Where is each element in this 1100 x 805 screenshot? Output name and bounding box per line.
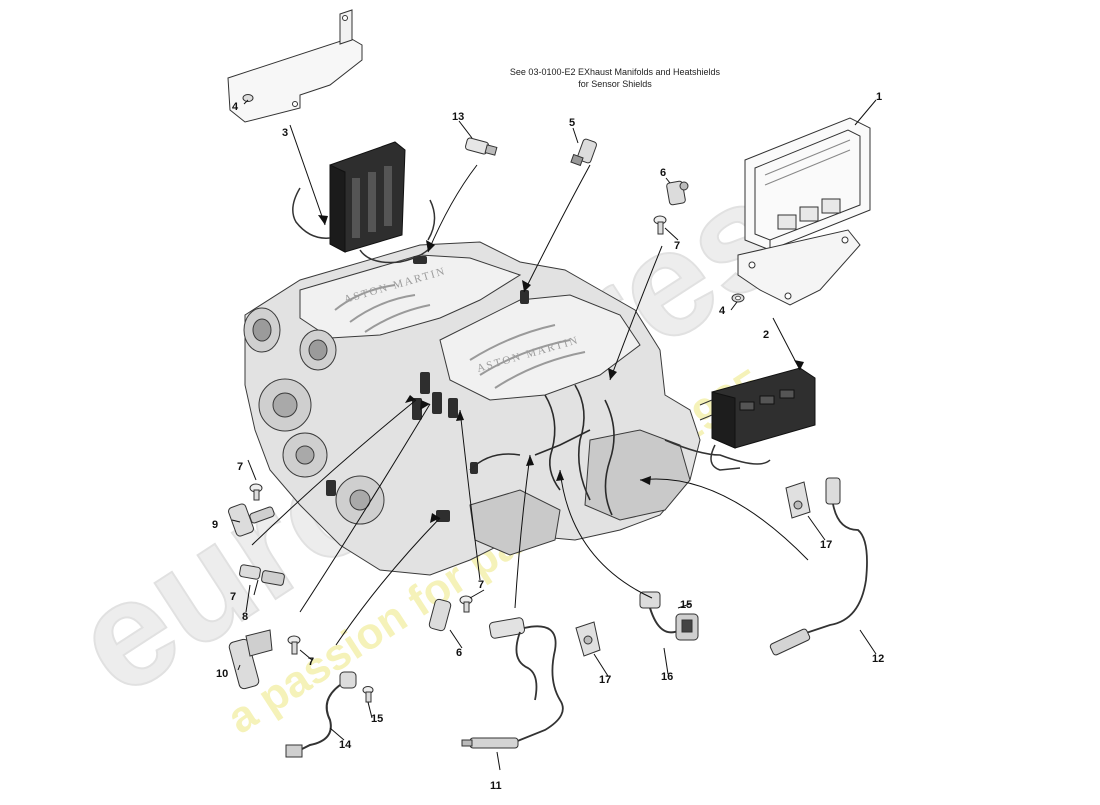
crank-sensor-9 bbox=[228, 483, 275, 537]
callout-7a: 7 bbox=[674, 240, 680, 252]
callout-7d: 7 bbox=[308, 656, 314, 668]
sensor-5 bbox=[570, 138, 597, 167]
oxygen-sensor-12 bbox=[769, 477, 868, 656]
callout-7e: 7 bbox=[478, 579, 484, 591]
ecu-installed bbox=[664, 367, 816, 471]
bracket-17-right bbox=[785, 481, 811, 519]
callout-5: 5 bbox=[569, 117, 575, 129]
callout-17a: 17 bbox=[599, 674, 611, 686]
callout-13: 13 bbox=[452, 111, 464, 123]
knock-sensor-14 bbox=[285, 671, 374, 758]
bolt-7-top bbox=[653, 215, 667, 235]
callout-12: 12 bbox=[872, 653, 884, 665]
callout-9: 9 bbox=[212, 519, 218, 531]
arrowheads bbox=[318, 215, 804, 523]
leader-lines bbox=[231, 99, 877, 771]
callout-3: 3 bbox=[282, 127, 288, 139]
sensor-8 bbox=[239, 564, 285, 586]
callout-8: 8 bbox=[242, 611, 248, 623]
reference-note-line2: for Sensor Shields bbox=[578, 79, 652, 89]
callout-6a: 6 bbox=[660, 167, 666, 179]
reference-note-line1: See 03-0100-E2 EXhaust Manifolds and Hea… bbox=[509, 67, 721, 77]
callouts: 1 2 3 4 4 5 13 6 7 7 9 7 8 10 7 7 6 15 1… bbox=[212, 91, 884, 792]
bracket-17-lower bbox=[575, 621, 601, 657]
nut-4-right bbox=[731, 293, 745, 303]
ecu-left-with-bracket bbox=[227, 9, 436, 264]
ecu-module-outline bbox=[744, 117, 871, 251]
callout-7c: 7 bbox=[230, 591, 236, 603]
pressure-switch-13 bbox=[464, 137, 498, 156]
harness-16 bbox=[639, 591, 699, 641]
cam-sensor-6-lower bbox=[428, 595, 473, 632]
callout-11: 11 bbox=[490, 780, 502, 792]
oxygen-sensor-11 bbox=[461, 617, 564, 749]
callout-7b: 7 bbox=[237, 461, 243, 473]
callout-4b: 4 bbox=[719, 305, 726, 317]
callout-4a: 4 bbox=[232, 101, 239, 113]
exhaust-manifold-right bbox=[584, 429, 691, 521]
callout-6b: 6 bbox=[456, 647, 462, 659]
cam-sensor-6-top bbox=[666, 180, 689, 206]
reference-note: See 03-0100-E2 EXhaust Manifolds and Hea… bbox=[470, 66, 760, 90]
callout-16: 16 bbox=[661, 671, 673, 683]
engine-assembly: ASTON MARTIN ASTON MARTIN bbox=[243, 241, 701, 576]
callout-14: 14 bbox=[339, 739, 352, 751]
callout-15b: 15 bbox=[680, 599, 692, 611]
callout-10: 10 bbox=[216, 668, 228, 680]
ecu-bracket bbox=[737, 229, 861, 306]
callout-15a: 15 bbox=[371, 713, 383, 725]
callout-2: 2 bbox=[763, 329, 769, 341]
cam-sensor-10 bbox=[228, 629, 301, 690]
callout-17b: 17 bbox=[820, 539, 832, 551]
callout-1: 1 bbox=[876, 91, 882, 103]
